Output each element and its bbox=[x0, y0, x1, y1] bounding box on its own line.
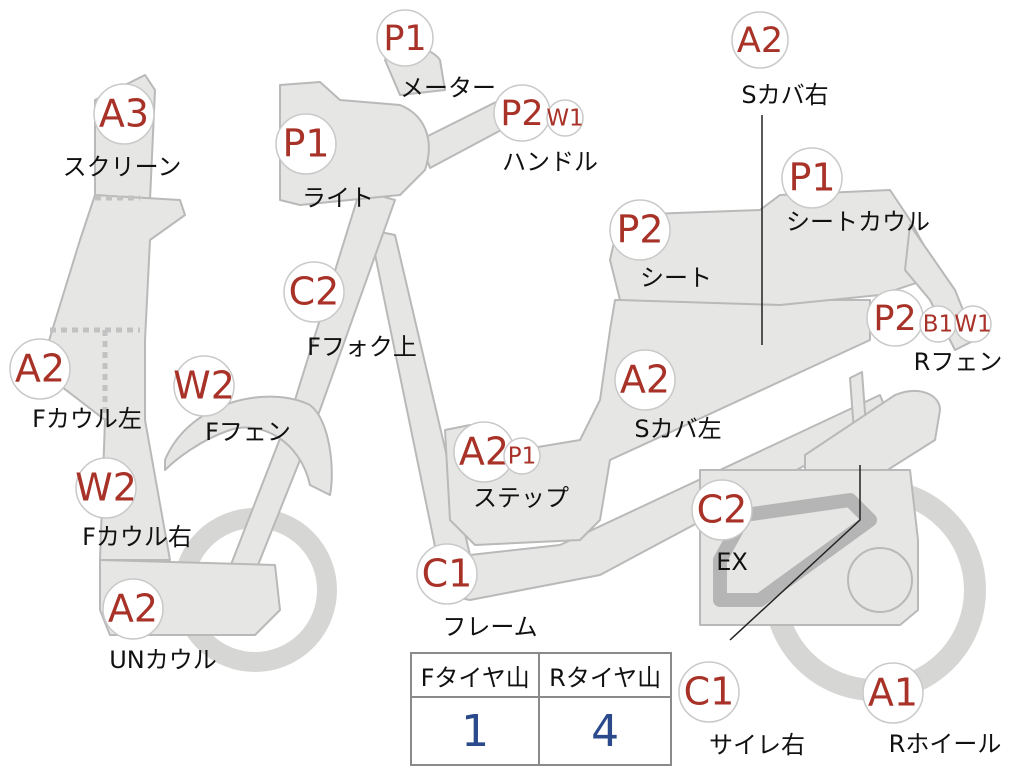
front-fork-shape bbox=[224, 189, 396, 586]
grade-badge-circle bbox=[102, 578, 164, 640]
grade-badge: W1 bbox=[954, 312, 991, 338]
head-unit-shape bbox=[279, 81, 430, 206]
grade-badge: A1 bbox=[868, 671, 918, 715]
part-label: メーター bbox=[400, 74, 496, 102]
grade-badge-circle bbox=[376, 9, 434, 67]
grade-badge-circle bbox=[678, 661, 740, 723]
grade-badge-circle bbox=[954, 305, 992, 343]
rear-tire-tread-value: 4 bbox=[538, 696, 672, 766]
grade-badge: C1 bbox=[422, 552, 473, 596]
grade-badge: P1 bbox=[788, 156, 835, 200]
part-label: EX bbox=[716, 548, 748, 576]
cowl-boundary-lines bbox=[50, 195, 140, 420]
grade-badge-circle bbox=[9, 338, 71, 400]
grade-badge: A2 bbox=[108, 587, 158, 631]
tire-tread-table: Fタイヤ山 Rタイヤ山 1 4 bbox=[409, 652, 672, 766]
leader-lines bbox=[729, 115, 861, 641]
grade-badge: W2 bbox=[75, 466, 137, 510]
front-tire-tread-header: Fタイヤ山 bbox=[409, 652, 541, 698]
rear-tire-tread-header: Rタイヤ山 bbox=[538, 652, 672, 698]
part-label: Rホイール bbox=[889, 730, 1002, 758]
grade-badge: P2 bbox=[873, 299, 916, 339]
part-label: ライト bbox=[302, 184, 374, 212]
grade-badge: C1 bbox=[684, 670, 735, 714]
part-label: Fフォク上 bbox=[307, 333, 417, 361]
part-label: UNカウル bbox=[109, 646, 217, 674]
callout-light: P1 ライト bbox=[275, 113, 374, 212]
grade-badge: A2 bbox=[737, 21, 783, 61]
grade-badge: A2 bbox=[459, 430, 509, 474]
grade-badge-circle bbox=[691, 479, 753, 541]
part-label: シートカウル bbox=[786, 208, 930, 236]
grade-badge: P2 bbox=[616, 208, 663, 252]
callout-side-stand-r: C1 サイレ右 bbox=[678, 661, 805, 759]
grade-badge-circle bbox=[862, 662, 924, 724]
grade-badge: B1 bbox=[923, 312, 953, 338]
callout-frame: C1 フレーム bbox=[416, 543, 538, 641]
grade-badge-circle bbox=[416, 543, 478, 605]
grade-badge: A2 bbox=[620, 358, 670, 402]
grade-badge-circle bbox=[609, 199, 671, 261]
part-label: シート bbox=[640, 264, 712, 292]
side-cover-shape bbox=[444, 299, 871, 546]
grade-badge: W2 bbox=[173, 364, 235, 408]
part-label: Sカバ左 bbox=[634, 415, 721, 443]
front-fender-shape bbox=[164, 395, 333, 496]
part-label: ハンドル bbox=[502, 148, 598, 176]
grade-badge-circle bbox=[546, 99, 584, 137]
grade-badge: P1 bbox=[383, 19, 426, 59]
grade-badge-circle bbox=[173, 355, 235, 417]
rear-hub bbox=[847, 547, 913, 613]
grade-badge: A3 bbox=[99, 92, 149, 136]
scooter-body bbox=[39, 45, 986, 701]
callout-screen: A3 スクリーン bbox=[63, 83, 182, 181]
part-label: フレーム bbox=[442, 613, 537, 641]
part-label: Fカウル左 bbox=[32, 405, 142, 433]
grade-badge-circle bbox=[283, 261, 345, 323]
grade-badge-circle bbox=[614, 349, 676, 411]
grade-badge-circle bbox=[275, 113, 337, 175]
front-tire-tread-value: 1 bbox=[409, 696, 541, 766]
grade-badge-circle bbox=[781, 147, 843, 209]
grade-badge-circle bbox=[731, 11, 789, 69]
grade-badge: A2 bbox=[15, 347, 65, 391]
grade-badge-circle bbox=[75, 457, 137, 519]
part-label: Fカウル右 bbox=[82, 523, 192, 551]
part-label: スクリーン bbox=[63, 153, 182, 181]
grade-badge: C2 bbox=[289, 270, 340, 314]
callout-seat: P2 シート bbox=[609, 199, 712, 292]
part-label: サイレ右 bbox=[709, 731, 805, 759]
part-label: Fフェン bbox=[205, 418, 291, 446]
grade-badge-circle bbox=[93, 83, 155, 145]
grade-badge: P1 bbox=[508, 444, 537, 470]
part-label: Rフェン bbox=[914, 348, 1003, 376]
grade-badge: W1 bbox=[546, 106, 583, 132]
exhaust-pipe-shape bbox=[713, 493, 877, 607]
grade-badge: P1 bbox=[282, 122, 329, 166]
part-label: Sカバ右 bbox=[741, 81, 828, 109]
grade-badge: C2 bbox=[697, 488, 748, 532]
grade-badge-circle bbox=[503, 437, 541, 475]
callout-meter: P1 メーター bbox=[376, 9, 496, 102]
grade-badge: P2 bbox=[500, 94, 543, 134]
part-label: ステップ bbox=[473, 484, 569, 512]
callout-seat-cowl: P1 シートカウル bbox=[781, 147, 930, 236]
